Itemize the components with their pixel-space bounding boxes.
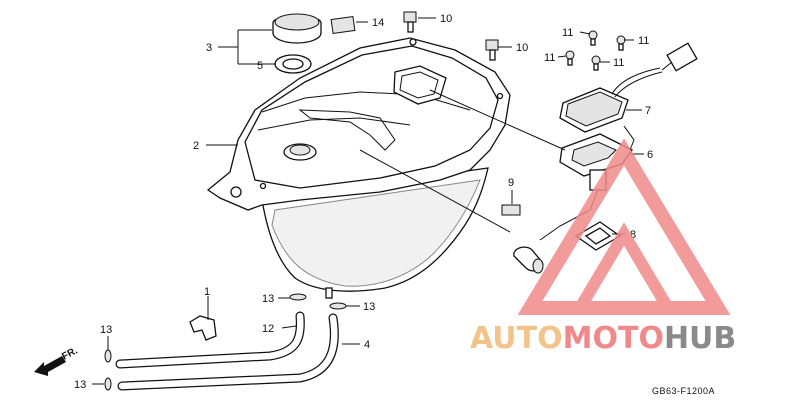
small-label <box>501 204 521 216</box>
screw <box>588 30 598 46</box>
callout-11c: 11 <box>544 52 555 64</box>
fuel-tank <box>206 37 511 299</box>
front-direction-arrow <box>34 356 66 376</box>
callout-6: 6 <box>647 149 653 161</box>
filler-cap <box>272 13 322 44</box>
diagram-code: GB63-F1200A <box>652 386 715 396</box>
callout-8: 8 <box>630 229 636 241</box>
callout-10a: 10 <box>440 13 452 25</box>
callout-13a: 13 <box>262 293 274 305</box>
hose-clamp <box>104 377 112 391</box>
callout-11b: 11 <box>638 35 649 47</box>
bolt <box>403 11 417 33</box>
watermark-text: AUTOMOTOHUB <box>470 321 736 356</box>
hose-clamp <box>104 349 112 363</box>
callout-13c: 13 <box>100 324 112 336</box>
bolt <box>485 39 499 61</box>
callout-14: 14 <box>372 17 384 29</box>
leader-lines <box>92 17 644 385</box>
callout-13b: 13 <box>363 301 375 313</box>
float <box>513 246 544 274</box>
label-sticker <box>330 15 356 35</box>
callout-3: 3 <box>206 42 212 54</box>
watermark-word-1: AUTO <box>470 321 563 356</box>
hose-clamp <box>329 302 347 310</box>
watermark-word-2: MOTO <box>563 321 664 356</box>
callout-13d: 13 <box>74 379 86 391</box>
hose-clamp <box>289 293 307 301</box>
callout-1: 1 <box>204 286 210 298</box>
callout-5: 5 <box>257 60 263 72</box>
callout-7: 7 <box>645 105 651 117</box>
fuel-unit-cover <box>559 42 698 133</box>
watermark-logo <box>517 138 731 315</box>
callout-10b: 10 <box>516 42 528 54</box>
front-direction-label: FR. <box>60 345 80 362</box>
callout-11d: 11 <box>613 57 624 69</box>
screw <box>591 55 601 71</box>
callout-4: 4 <box>364 339 370 351</box>
screw <box>616 35 626 51</box>
watermark-word-3: HUB <box>664 321 736 356</box>
callout-2: 2 <box>193 140 199 152</box>
callout-12: 12 <box>262 323 274 335</box>
callout-11a: 11 <box>562 27 573 39</box>
hose-clip <box>189 315 217 341</box>
callout-9: 9 <box>508 177 514 189</box>
screw <box>565 50 575 66</box>
cap-seal <box>274 54 312 74</box>
